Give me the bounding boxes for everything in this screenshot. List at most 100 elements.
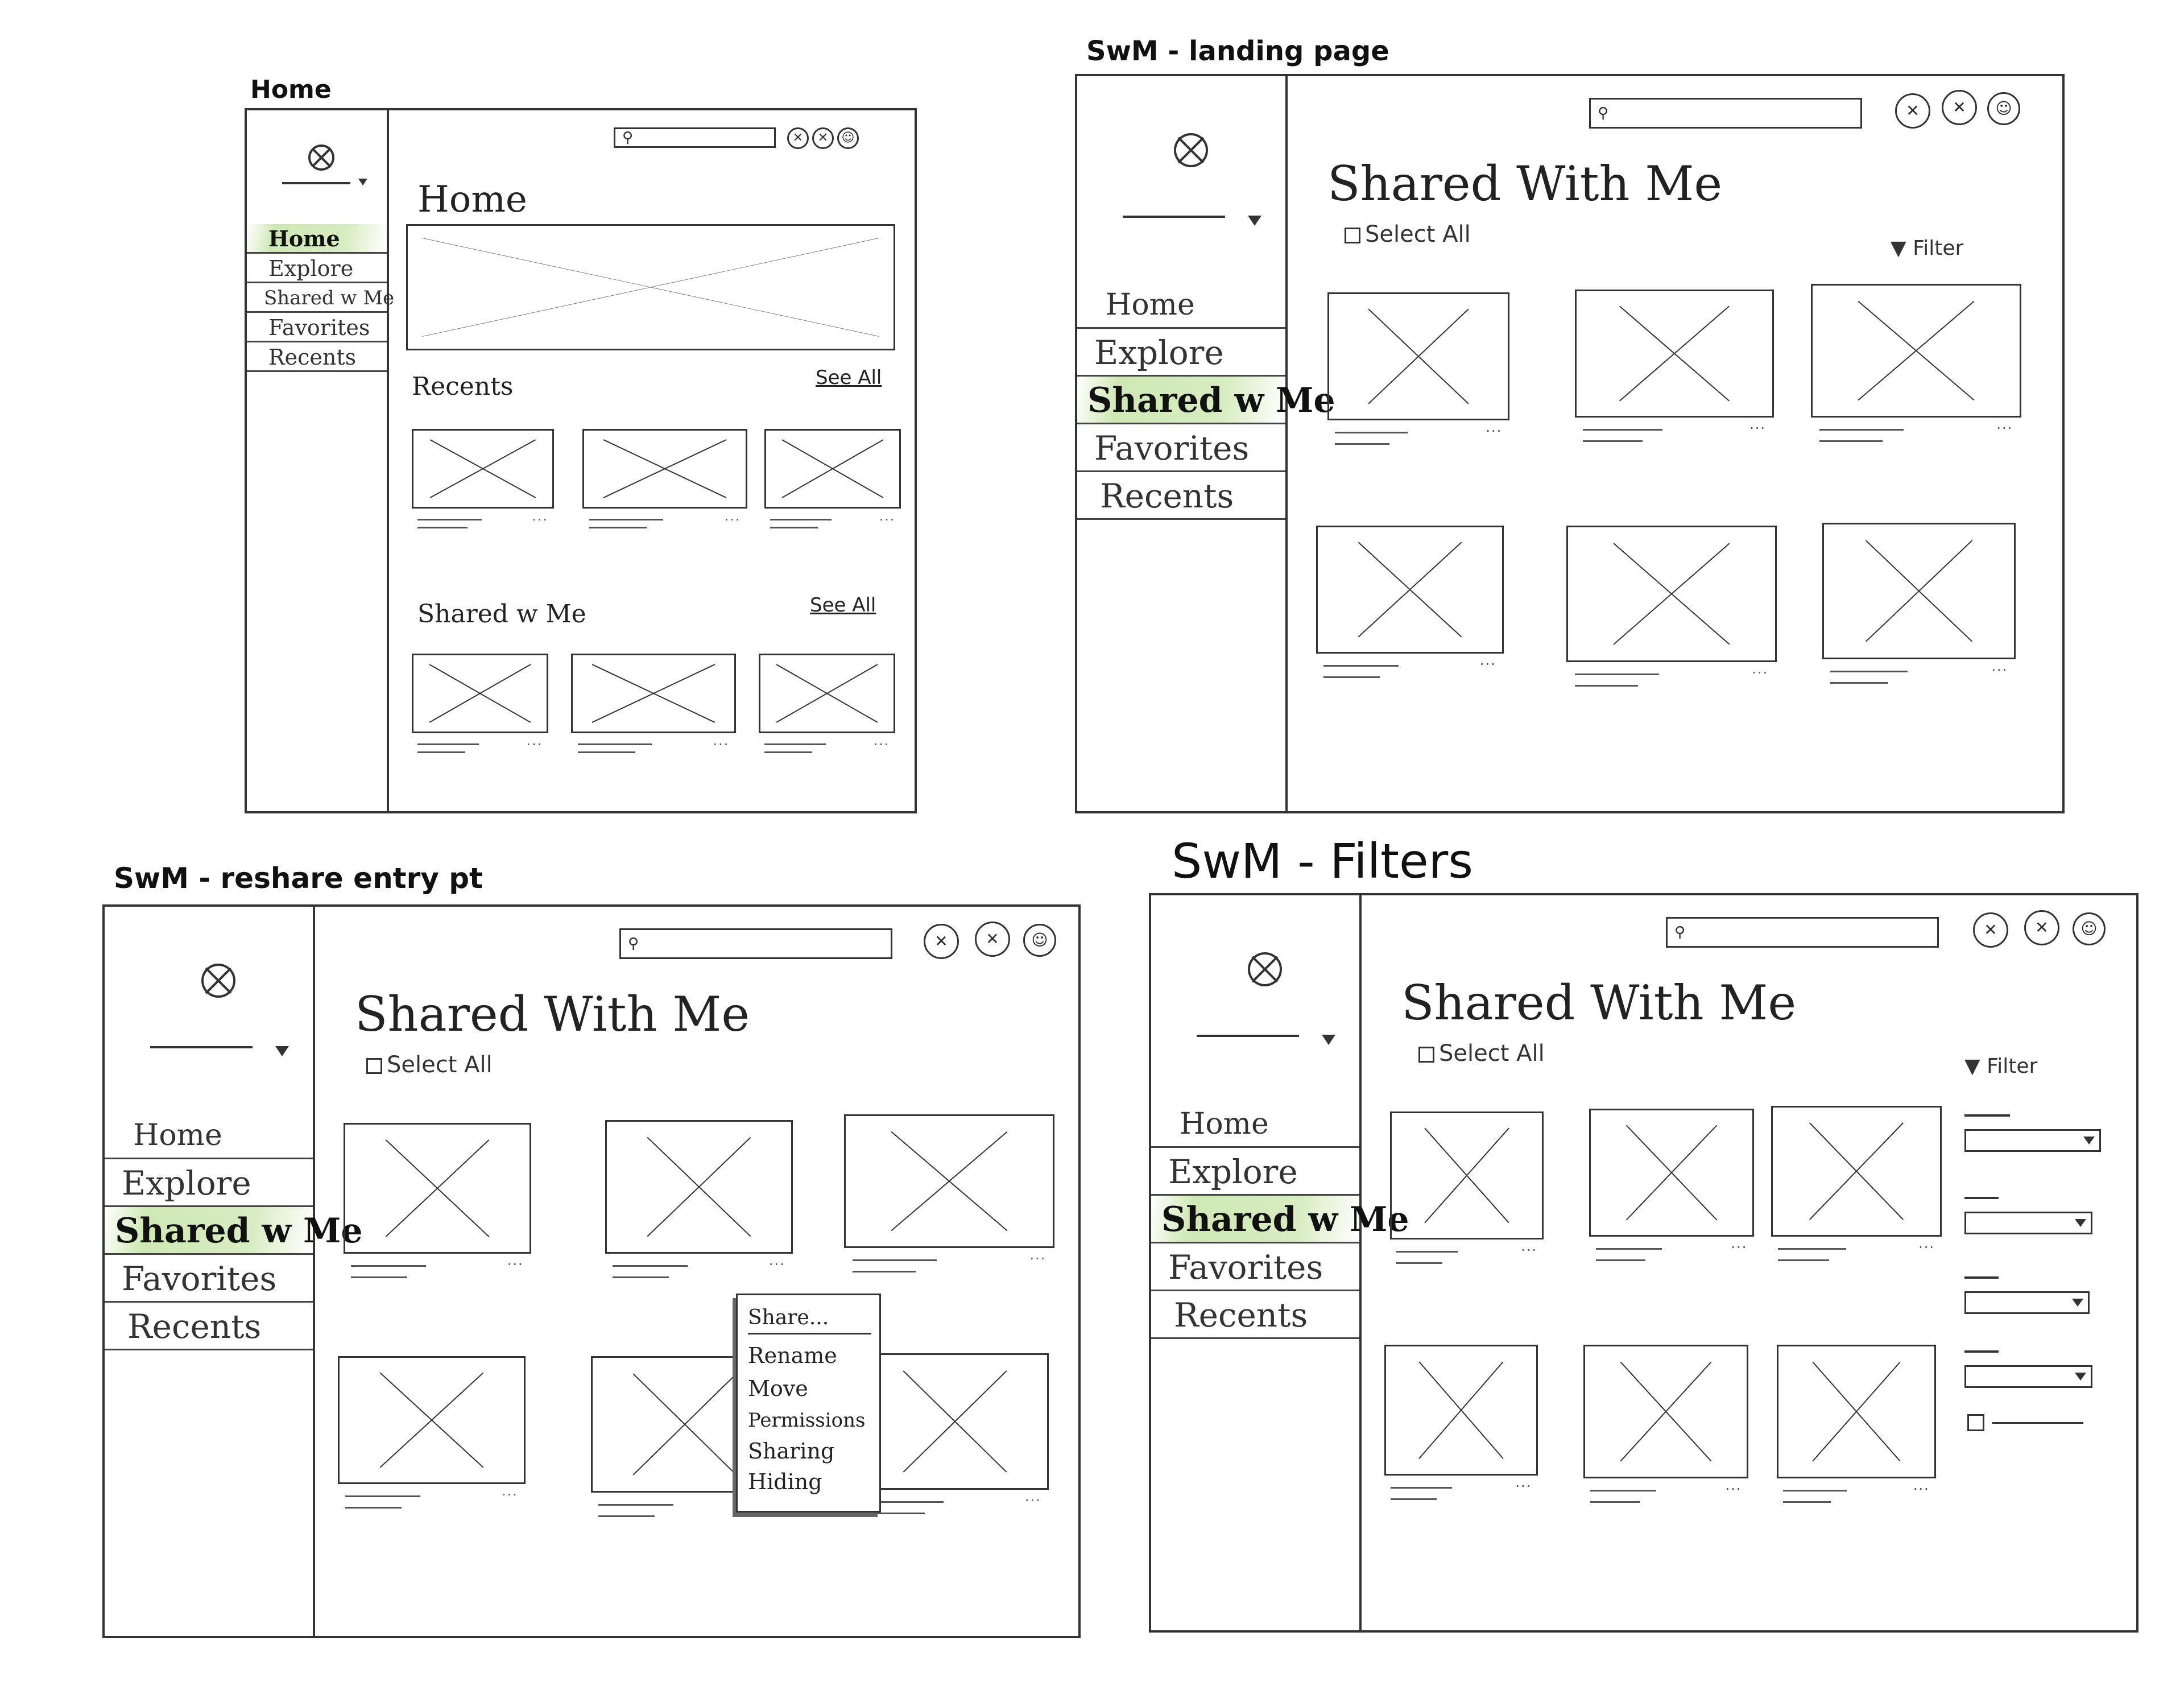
search-input[interactable]: ⚲	[614, 127, 776, 148]
file-thumbnail	[412, 654, 548, 733]
nav-explore[interactable]: Explore	[1151, 1148, 1359, 1196]
account-switcher[interactable]	[282, 182, 350, 184]
nav-favorites[interactable]: Favorites	[1077, 424, 1285, 472]
file-card[interactable]: ···	[1771, 1106, 1942, 1279]
filter-dropdown[interactable]	[1964, 1276, 2090, 1322]
profile-icon[interactable]: ☺	[1987, 92, 2020, 125]
logo-icon	[1248, 952, 1282, 986]
file-card[interactable]: ···	[571, 654, 736, 756]
logo-icon	[201, 964, 235, 998]
nav-recents[interactable]: Recents	[247, 342, 387, 372]
file-card[interactable]: ···	[344, 1123, 531, 1294]
profile-icon[interactable]: ☺	[1023, 924, 1056, 957]
file-thumbnail	[1390, 1111, 1544, 1239]
file-card[interactable]: ···	[1575, 290, 1774, 460]
nav-recents[interactable]: Recents	[105, 1303, 313, 1350]
frame-title-home: Home	[250, 75, 332, 104]
filter-dropdown[interactable]	[1964, 1114, 2101, 1160]
nav-home[interactable]: Home	[1151, 1100, 1359, 1148]
nav-explore[interactable]: Explore	[105, 1159, 313, 1207]
nav-shared-with-me[interactable]: Shared w Me	[247, 283, 394, 313]
nav-explore[interactable]: Explore	[247, 254, 387, 283]
file-card[interactable]: ···	[1316, 526, 1504, 696]
file-card[interactable]: ···	[412, 654, 548, 756]
file-thumbnail	[1777, 1345, 1936, 1478]
close-icon[interactable]: ✕	[812, 127, 834, 149]
file-card[interactable]: ···	[1583, 1345, 1748, 1521]
nav-favorites[interactable]: Favorites	[1151, 1243, 1359, 1291]
nav-home[interactable]: Home	[105, 1111, 313, 1159]
filter-dropdown[interactable]	[1964, 1350, 2092, 1396]
search-input[interactable]: ⚲	[1589, 98, 1862, 129]
filter-button[interactable]: ▼ Filter	[1964, 1055, 2037, 1078]
file-thumbnail	[1566, 526, 1777, 662]
filter-button[interactable]: ▼ Filter	[1891, 237, 1963, 260]
close-icon[interactable]: ✕	[2024, 910, 2059, 945]
file-card[interactable]: ···	[844, 1114, 1054, 1291]
file-card[interactable]: ···	[1822, 523, 2016, 702]
search-icon: ⚲	[1674, 924, 1686, 941]
account-switcher[interactable]	[1123, 216, 1225, 218]
nav-recents[interactable]: Recents	[1077, 472, 1285, 520]
close-icon[interactable]: ✕	[1942, 90, 1977, 125]
select-all-checkbox[interactable]: Select All	[1418, 1040, 1545, 1067]
close-icon[interactable]: ✕	[1973, 912, 2008, 948]
chevron-down-icon[interactable]	[1248, 216, 1261, 226]
file-card[interactable]: ···	[861, 1353, 1049, 1535]
page-title: Shared With Me	[1327, 156, 1723, 212]
filter-label: Filter	[1987, 1055, 2038, 1078]
menu-item-move[interactable]: Move	[748, 1376, 808, 1401]
file-card[interactable]: ···	[605, 1120, 793, 1296]
menu-item-rename[interactable]: Rename	[748, 1343, 837, 1368]
account-switcher[interactable]	[150, 1046, 253, 1048]
menu-item-sharing[interactable]: Sharing	[748, 1439, 835, 1464]
menu-item-share[interactable]: Share...	[748, 1303, 871, 1334]
nav-home[interactable]: Home	[1077, 281, 1285, 329]
file-card[interactable]: ···	[1384, 1345, 1538, 1518]
file-card[interactable]: ···	[1589, 1109, 1754, 1279]
menu-item-hiding[interactable]: Hiding	[748, 1469, 822, 1494]
search-input[interactable]: ⚲	[1666, 917, 1939, 948]
filter-checkbox[interactable]	[1967, 1414, 2092, 1433]
file-card[interactable]: ···	[1566, 526, 1777, 702]
file-card[interactable]: ···	[1390, 1111, 1544, 1282]
file-card[interactable]: ···	[338, 1356, 526, 1527]
file-card[interactable]: ···	[582, 429, 747, 531]
file-card[interactable]: ···	[1777, 1345, 1936, 1521]
file-card[interactable]: ···	[1327, 292, 1509, 463]
chevron-down-icon[interactable]	[358, 179, 367, 185]
close-icon[interactable]: ✕	[975, 922, 1010, 957]
see-all-shared-link[interactable]: See All	[810, 594, 876, 617]
nav-shared-with-me[interactable]: Shared w Me	[1151, 1196, 1409, 1243]
file-thumbnail	[861, 1353, 1049, 1490]
nav-shared-with-me[interactable]: Shared w Me	[105, 1207, 363, 1255]
close-icon[interactable]: ✕	[924, 924, 959, 959]
select-all-checkbox[interactable]: Select All	[366, 1052, 493, 1078]
filter-dropdown[interactable]	[1964, 1197, 2092, 1242]
search-input[interactable]: ⚲	[619, 928, 892, 959]
profile-icon[interactable]: ☺	[837, 127, 859, 149]
nav-home[interactable]: Home	[247, 224, 387, 254]
file-card[interactable]: ···	[764, 429, 901, 531]
file-thumbnail	[1771, 1106, 1942, 1237]
profile-icon[interactable]: ☺	[2073, 912, 2106, 945]
chevron-down-icon[interactable]	[275, 1046, 289, 1056]
nav-shared-with-me[interactable]: Shared w Me	[1077, 377, 1335, 424]
file-card[interactable]: ···	[412, 429, 554, 531]
nav-favorites[interactable]: Favorites	[247, 313, 387, 342]
select-all-checkbox[interactable]: Select All	[1345, 221, 1471, 247]
sidebar-nav: Home Explore Shared w Me Favorites Recen…	[247, 224, 394, 372]
close-icon[interactable]: ✕	[1895, 93, 1930, 129]
wireframe-swm-landing: Home Explore Shared w Me Favorites Recen…	[1075, 74, 2065, 813]
close-icon[interactable]: ✕	[787, 127, 809, 149]
file-card[interactable]: ···	[759, 654, 895, 756]
file-card[interactable]: ···	[1811, 284, 2021, 460]
account-switcher[interactable]	[1197, 1035, 1299, 1037]
nav-explore[interactable]: Explore	[1077, 329, 1285, 377]
nav-recents[interactable]: Recents	[1151, 1291, 1359, 1339]
file-thumbnail	[1327, 292, 1509, 420]
see-all-recents-link[interactable]: See All	[816, 366, 882, 389]
chevron-down-icon[interactable]	[1322, 1035, 1335, 1045]
menu-item-permissions[interactable]: Permissions	[748, 1409, 866, 1432]
nav-favorites[interactable]: Favorites	[105, 1255, 313, 1303]
